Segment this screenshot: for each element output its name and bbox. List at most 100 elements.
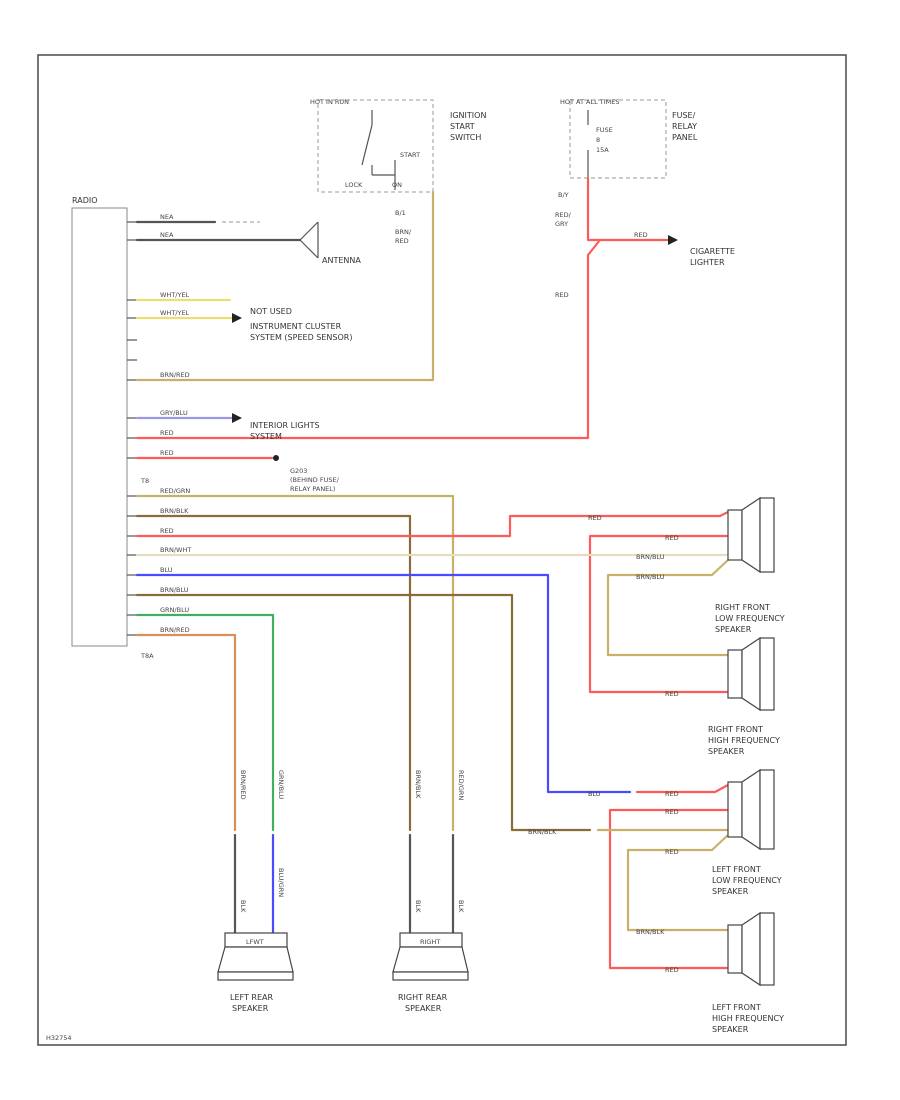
lf-low-speaker <box>727 768 775 851</box>
rf-low-speaker <box>727 496 775 574</box>
radio-pins <box>127 221 137 636</box>
diagram-frame <box>37 54 847 1046</box>
rf-brn2-label: BRN/BLU <box>636 573 665 581</box>
lr-b-label: GRN/BLU <box>277 770 285 799</box>
ign-terminal-label: B/1 <box>395 209 406 217</box>
rf-high-speaker <box>727 636 775 712</box>
lf-brnblk2-label: BRN/BLK <box>636 928 665 936</box>
fuse-panel-box <box>569 99 667 179</box>
right-rear-speaker <box>392 932 469 981</box>
ignition-switch-contacts <box>361 110 396 190</box>
grn-blu-label: GRN/BLU <box>160 606 189 614</box>
antenna-wire-label-1: NEA <box>160 213 174 221</box>
lf-tan-loop <box>626 833 730 932</box>
red-label-1: RED <box>160 429 174 437</box>
lf-blu-label: BLU <box>588 790 601 798</box>
interior-lights-arrow <box>232 413 242 423</box>
ign-wire-color: BRN/RED <box>395 228 412 245</box>
rf-red-loop <box>588 534 730 694</box>
wht-yel-label-1: WHT/YEL <box>160 291 190 299</box>
rr-b-label: RED/GRN <box>457 770 465 800</box>
brn-blk-wire <box>135 514 412 832</box>
fuse-red-wire <box>586 176 670 242</box>
rf-brn-loop <box>606 558 730 657</box>
spk-lr-label: LFWT <box>246 938 264 946</box>
brn-blu-wire <box>135 593 592 832</box>
t8-label: T8 <box>140 477 149 485</box>
lf-red3-label: RED <box>665 848 679 856</box>
hot-in-run-label: HOT IN RUN <box>310 98 349 106</box>
speed-sensor-arrow <box>232 313 242 323</box>
brn-red-label: BRN/RED <box>160 371 190 379</box>
rf-brn-label: BRN/BLU <box>636 553 665 561</box>
rr-c-label: BLK <box>414 900 422 913</box>
lr-c-label: BLK <box>239 900 247 913</box>
lf-red-wire <box>635 783 730 794</box>
lf-red2-label: RED <box>665 808 679 816</box>
fuse-red-down-wire <box>135 238 602 440</box>
wht-yel-label-2: WHT/YEL <box>160 309 190 317</box>
lf-high-speaker <box>727 911 775 987</box>
t8a-label: T8A <box>140 652 154 660</box>
lf-red2-wire <box>608 808 730 970</box>
rr-a-label: BRN/BLK <box>414 770 422 799</box>
ground-label: G203(BEHIND FUSE/RELAY PANEL) <box>290 467 340 493</box>
rf-red2-label: RED <box>665 690 679 698</box>
not-used-label: NOT USED <box>250 307 292 316</box>
red-vert-label: RED <box>555 291 569 299</box>
antenna-label: ANTENNA <box>322 256 361 265</box>
antenna-wire-label-2: NEA <box>160 231 174 239</box>
lighter-arrow <box>668 235 678 245</box>
rf-red-label: RED <box>665 534 679 542</box>
red-grn-wire <box>135 494 455 832</box>
blu-label: BLU <box>160 566 173 574</box>
on-label: ON <box>392 181 402 189</box>
brn-wht-label: BRN/WHT <box>160 546 191 554</box>
radio-unit <box>71 207 128 647</box>
brn-red2-wire <box>135 633 237 832</box>
rf-red-top-label: RED <box>588 514 602 522</box>
red-grn-label: RED/GRN <box>160 487 190 495</box>
left-rear-speaker <box>217 932 294 981</box>
lr-d-label: BLU/GRN <box>277 868 285 897</box>
lf-red-label: RED <box>665 790 679 798</box>
start-label: START <box>400 151 420 159</box>
brn-blu-label: BRN/BLU <box>160 586 189 594</box>
lock-label: LOCK <box>345 181 363 189</box>
fuse-wire-color: RED/GRY <box>555 211 572 228</box>
lf-brnblk-label: BRN/BLK <box>528 828 557 836</box>
radio-label: RADIO <box>72 196 98 205</box>
lighter-wire-label: RED <box>634 231 648 239</box>
antenna-wires <box>135 220 319 259</box>
spk-rr-label: RIGHT <box>420 938 440 946</box>
grn-blu-wire <box>135 613 275 832</box>
gry-blu-label: GRY/BLU <box>160 409 188 417</box>
red-front-wire <box>135 510 730 538</box>
rr-d-label: BLK <box>457 900 465 913</box>
fuse-out-label: B/Y <box>558 191 569 199</box>
ground-point <box>273 455 279 461</box>
hot-at-all-times-label: HOT AT ALL TIMES <box>560 98 620 106</box>
red-label-2: RED <box>160 449 174 457</box>
footer-code: H32754 <box>46 1034 72 1042</box>
ign-wire <box>135 190 435 382</box>
blu-wire <box>135 573 632 794</box>
ignition-switch-box <box>317 99 434 193</box>
lr-a-label: BRN/RED <box>239 770 247 800</box>
brn-red2-label: BRN/RED <box>160 626 190 634</box>
red-label-3: RED <box>160 527 174 535</box>
brn-blk-label: BRN/BLK <box>160 507 189 515</box>
